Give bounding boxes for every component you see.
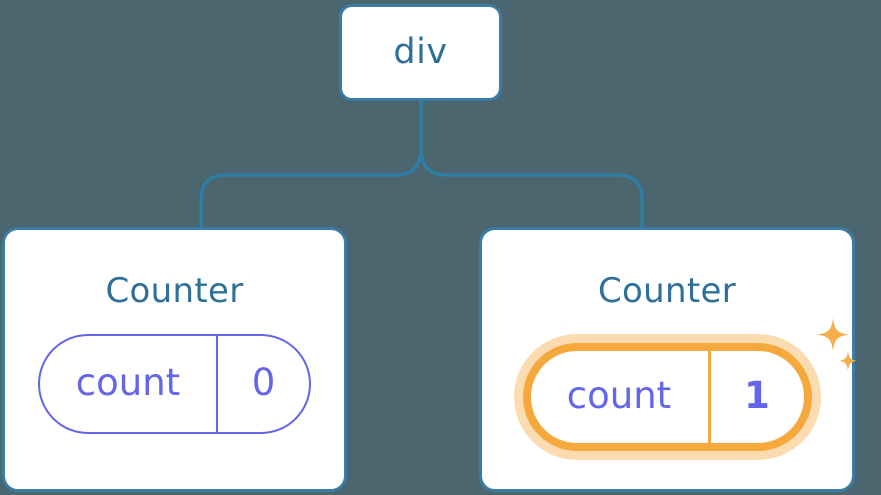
state-value-right: 1 xyxy=(707,351,804,443)
node-counter-right[interactable]: Counter count 1 xyxy=(479,227,857,492)
sparkle-large-icon xyxy=(816,318,849,351)
state-value-left: 0 xyxy=(216,336,309,432)
state-key-left: count xyxy=(75,361,181,404)
node-div-label: div xyxy=(393,32,448,72)
state-pill-right[interactable]: count 1 xyxy=(522,343,812,451)
node-counter-right-label: Counter xyxy=(598,271,736,311)
state-pill-wrap-left: count 0 xyxy=(38,334,311,434)
node-div[interactable]: div xyxy=(339,4,502,101)
state-pill-wrap-right: count 1 xyxy=(513,318,857,460)
state-pill-left[interactable]: count 0 xyxy=(38,334,311,434)
sparkle-icons xyxy=(816,318,857,371)
node-counter-left[interactable]: Counter count 0 xyxy=(2,227,347,492)
sparkle-small-icon xyxy=(838,351,857,371)
state-key-right: count xyxy=(566,374,672,417)
node-counter-left-label: Counter xyxy=(105,271,244,311)
